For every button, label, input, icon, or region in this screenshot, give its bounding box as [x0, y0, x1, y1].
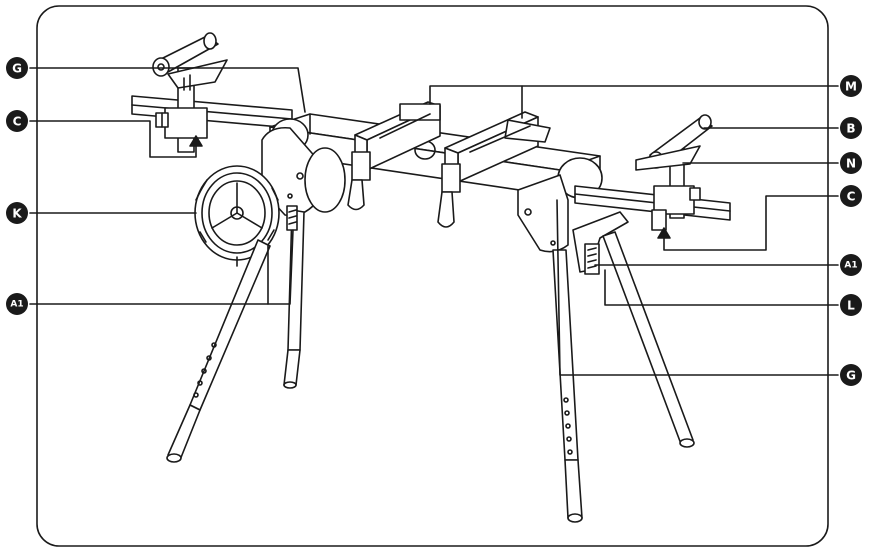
callout-badge-circle [6, 202, 28, 224]
callout-badge-circle [840, 75, 862, 97]
callout-badge-circle [6, 57, 28, 79]
callout-n: N [840, 152, 862, 174]
right-end-bracket [517, 174, 629, 275]
callout-b: B [840, 117, 862, 139]
callout-badge-circle [840, 364, 862, 386]
callout-l: L [840, 294, 862, 316]
callout-a1-right: A1 [840, 254, 862, 276]
callout-label: N [846, 157, 856, 171]
callout-c-left: C [6, 110, 28, 132]
right-front-leg [552, 249, 583, 523]
callout-label: G [12, 62, 22, 76]
callout-badge-circle [6, 110, 28, 132]
callout-badge-circle [840, 117, 862, 139]
callout-label: M [845, 80, 857, 94]
diagram-frame [36, 5, 829, 547]
callout-label: K [12, 207, 22, 221]
callout-k: K [6, 202, 28, 224]
left-support-arm [131, 32, 293, 153]
right-support-arm [574, 114, 731, 231]
callout-badge-circle [840, 185, 862, 207]
callout-label: B [846, 122, 855, 136]
callout-g-left: G [6, 57, 28, 79]
callout-label: L [847, 299, 855, 313]
callout-badge-circle [840, 254, 862, 276]
callout-badge-circle [6, 293, 28, 315]
callout-badge-circle [840, 294, 862, 316]
callout-g-right: G [840, 364, 862, 386]
callout-badge-circle [840, 152, 862, 174]
callout-label: C [847, 190, 856, 204]
callout-label: A1 [10, 300, 23, 310]
mounting-bracket-left [347, 101, 441, 211]
left-rear-leg [283, 205, 305, 389]
leader-lines [29, 67, 839, 376]
callout-c-right: C [840, 185, 862, 207]
callout-a1-left: A1 [6, 293, 28, 315]
callout-label: C [13, 115, 22, 129]
callout-m: M [840, 75, 862, 97]
callout-label: G [846, 369, 856, 383]
wheel [194, 165, 280, 267]
callout-label: A1 [844, 261, 857, 271]
mounting-bracket-right [437, 111, 551, 228]
left-front-leg [166, 239, 271, 463]
